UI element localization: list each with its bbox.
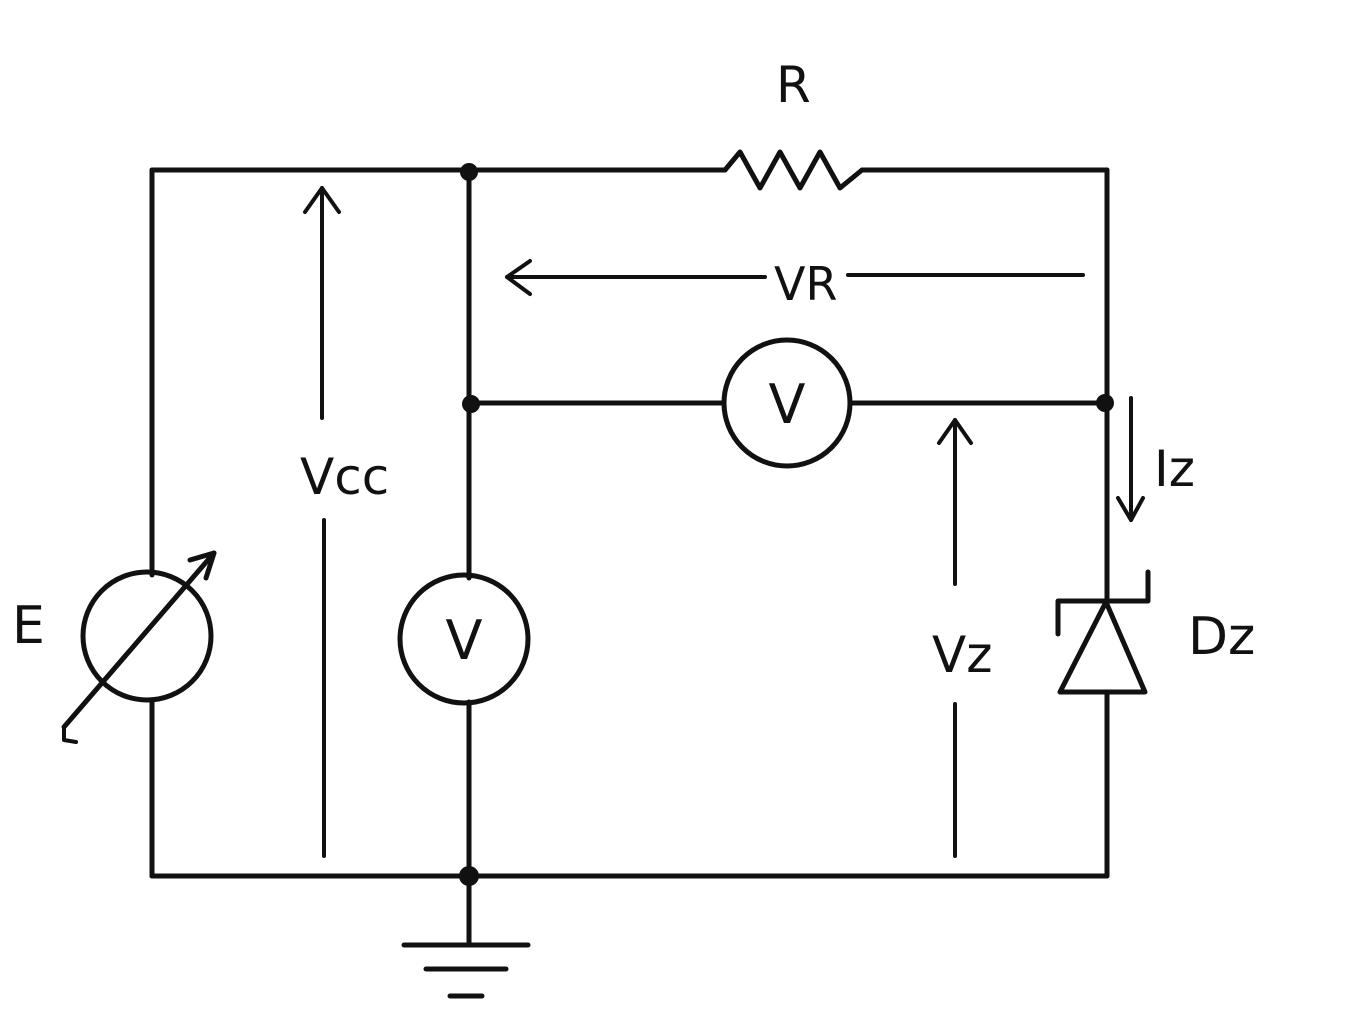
variable-source xyxy=(61,550,217,744)
node-bottom-middle xyxy=(459,866,479,886)
source-label: E xyxy=(12,596,45,656)
voltmeter-supply xyxy=(397,572,531,706)
zener-diode xyxy=(1055,569,1151,695)
voltmeter-supply-label: V xyxy=(446,609,483,672)
voltage-zener-label: Vz xyxy=(932,626,992,684)
resistor-label: R xyxy=(776,56,811,114)
node-mid-right xyxy=(1096,394,1114,412)
node-top-middle xyxy=(460,163,478,181)
voltage-zener-arrow xyxy=(937,418,973,858)
voltage-supply-arrow xyxy=(303,186,341,858)
voltage-supply-label: Vcc xyxy=(300,448,389,506)
voltage-resistor-arrow xyxy=(505,259,1085,296)
resistor xyxy=(722,149,865,191)
wires xyxy=(149,167,1110,948)
voltage-resistor-label: VR xyxy=(774,257,837,311)
zener-current-arrow xyxy=(1116,396,1145,522)
ground-symbol xyxy=(401,942,531,999)
zener-diode-label: Dz xyxy=(1188,607,1255,667)
voltmeter-resistor xyxy=(721,337,853,469)
node-mid-left xyxy=(462,395,480,413)
voltmeter-resistor-label: V xyxy=(769,373,806,436)
zener-current-label: Iz xyxy=(1154,440,1195,498)
junction-nodes xyxy=(459,163,1114,886)
